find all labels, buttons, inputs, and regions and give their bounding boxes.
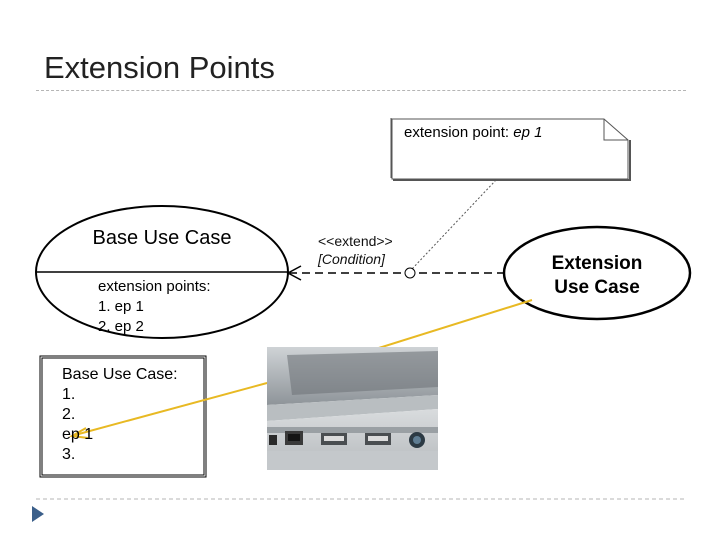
bullet-icon <box>32 506 44 522</box>
extension-points-heading: extension points: <box>98 278 211 295</box>
laptop-port-photo <box>267 347 438 470</box>
extension-use-case-title: Extension Use Case <box>526 252 668 300</box>
yellow-connector-lower <box>74 382 268 436</box>
note-value: ep 1 <box>513 124 543 141</box>
yellow-connector-arrowhead <box>68 427 89 439</box>
note-shape <box>390 118 631 181</box>
detail-box <box>39 355 207 478</box>
extension-point-item: 2. ep 2 <box>98 318 144 335</box>
detail-line: 2. <box>62 406 76 423</box>
note-anchor-line <box>411 179 497 270</box>
extension-use-case-line1: Extension <box>551 253 643 274</box>
extension-point-item: 1. ep 1 <box>98 298 144 315</box>
top-divider <box>36 90 686 91</box>
slide-title: Extension Points <box>44 50 275 85</box>
extension-points-compartment: extension points: 1. ep 1 2. ep 2 <box>98 277 211 337</box>
detail-line: ep 1 <box>62 426 94 443</box>
extend-condition: [Condition] <box>318 251 385 267</box>
extend-anchor-circle <box>404 267 416 279</box>
note-prefix: extension point: <box>404 124 514 141</box>
extension-use-case-line2: Use Case <box>554 277 640 298</box>
detail-line: Base Use Case: <box>62 366 178 383</box>
detail-box-text: Base Use Case: 1. 2. ep 1 3. <box>62 365 178 465</box>
note-text: extension point: ep 1 <box>404 124 542 141</box>
detail-line: 1. <box>62 386 76 403</box>
detail-box-inner-border <box>41 357 205 476</box>
detail-line: 3. <box>62 446 76 463</box>
extend-arrowhead <box>286 265 302 281</box>
base-use-case-title: Base Use Case <box>92 227 232 249</box>
extend-label: <<extend>> [Condition] <box>318 232 393 268</box>
extend-stereotype: <<extend>> <box>318 233 393 249</box>
